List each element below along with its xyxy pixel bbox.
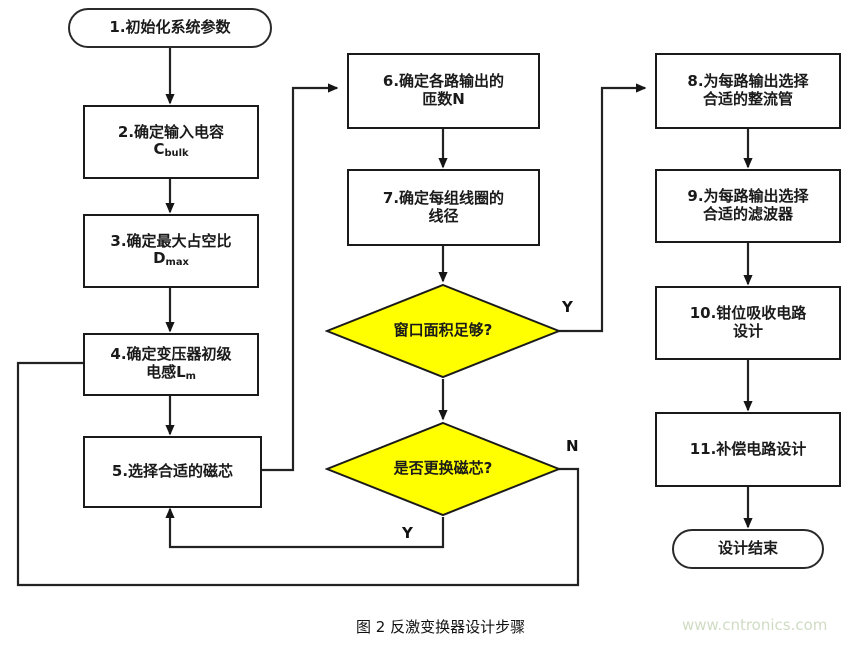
branch-label-dec2-yes: Y bbox=[402, 524, 413, 542]
node-step-7-text: 7.确定每组线圈的 线径 bbox=[382, 188, 505, 225]
node-step-8-line1: 8.为每路输出选择 bbox=[687, 72, 809, 91]
node-step-6-text: 6.确定各路输出的 匝数N bbox=[383, 73, 504, 108]
node-step-2: 2.确定输入电容 Cbulk bbox=[83, 105, 259, 179]
decision-1-shape bbox=[325, 283, 561, 379]
decision-2-shape bbox=[325, 421, 561, 517]
node-step-2-text: 2.确定输入电容 Cbulk bbox=[117, 122, 225, 161]
branch-label-dec2-no: N bbox=[566, 437, 579, 455]
node-step-8-line2: 合适的整流管 bbox=[702, 90, 793, 108]
node-step-4-subscript: m bbox=[185, 371, 196, 383]
node-start-label: 1.初始化系统参数 bbox=[109, 18, 231, 37]
node-step-4-line1: 4.确定变压器初级 bbox=[110, 345, 232, 364]
branch-label-dec1-yes: Y bbox=[562, 298, 573, 316]
node-end: 设计结束 bbox=[672, 529, 824, 569]
node-step-5: 5.选择合适的磁芯 bbox=[83, 436, 262, 508]
node-step-7-line1: 7.确定每组线圈的 bbox=[382, 188, 505, 207]
node-step-6: 6.确定各路输出的 匝数N bbox=[347, 53, 540, 129]
node-step-3-line1: 3.确定最大占空比 bbox=[110, 231, 232, 250]
node-step-6-line2: 匝数N bbox=[422, 90, 465, 108]
node-step-4-symbol: 电感L bbox=[146, 362, 186, 381]
node-step-6-line1: 6.确定各路输出的 bbox=[382, 72, 505, 91]
node-step-11: 11.补偿电路设计 bbox=[655, 412, 841, 487]
node-step-3: 3.确定最大占空比 Dmax bbox=[83, 214, 259, 288]
node-step-4-line2: 电感Lm bbox=[110, 362, 231, 383]
node-decision-1-label: 窗口面积足够? bbox=[393, 321, 493, 340]
node-decision-1: 窗口面积足够? bbox=[325, 283, 561, 379]
node-step-2-subscript: bulk bbox=[164, 148, 189, 160]
node-step-11-label: 11.补偿电路设计 bbox=[689, 439, 807, 458]
node-step-2-symbol: C bbox=[153, 140, 165, 159]
node-step-10-line1: 10.钳位吸收电路 bbox=[689, 304, 807, 323]
node-step-10-text: 10.钳位吸收电路 设计 bbox=[690, 305, 807, 340]
node-start: 1.初始化系统参数 bbox=[68, 8, 272, 48]
wire-5-to-6 bbox=[262, 83, 339, 472]
node-step-8-text: 8.为每路输出选择 合适的整流管 bbox=[687, 73, 808, 108]
node-step-3-line2: Dmax bbox=[110, 250, 231, 269]
node-step-8: 8.为每路输出选择 合适的整流管 bbox=[655, 53, 841, 129]
node-step-9: 9.为每路输出选择 合适的滤波器 bbox=[655, 169, 841, 243]
node-step-10: 10.钳位吸收电路 设计 bbox=[655, 286, 841, 360]
node-step-7-line2: 线径 bbox=[428, 206, 459, 225]
figure-caption: 图 2 反激变换器设计步骤 bbox=[356, 618, 526, 636]
node-step-9-text: 9.为每路输出选择 合适的滤波器 bbox=[687, 188, 808, 223]
node-step-3-symbol: D bbox=[153, 249, 166, 268]
node-end-label: 设计结束 bbox=[717, 539, 778, 558]
node-step-3-subscript: max bbox=[165, 257, 189, 269]
node-step-3-text: 3.确定最大占空比 Dmax bbox=[110, 231, 232, 270]
node-step-9-line1: 9.为每路输出选择 bbox=[687, 187, 809, 206]
node-step-10-line2: 设计 bbox=[732, 322, 763, 340]
node-step-4-text: 4.确定变压器初级 电感Lm bbox=[110, 346, 231, 383]
node-step-2-line2: Cbulk bbox=[118, 141, 224, 160]
node-step-5-label: 5.选择合适的磁芯 bbox=[111, 462, 234, 481]
node-step-2-line1: 2.确定输入电容 bbox=[117, 122, 225, 141]
node-decision-2-label: 是否更换磁芯? bbox=[393, 459, 493, 478]
site-watermark: www.cntronics.com bbox=[682, 616, 828, 634]
node-step-4: 4.确定变压器初级 电感Lm bbox=[83, 333, 259, 396]
node-step-9-line2: 合适的滤波器 bbox=[702, 205, 793, 223]
node-decision-2: 是否更换磁芯? bbox=[325, 421, 561, 517]
node-step-7: 7.确定每组线圈的 线径 bbox=[347, 169, 540, 246]
